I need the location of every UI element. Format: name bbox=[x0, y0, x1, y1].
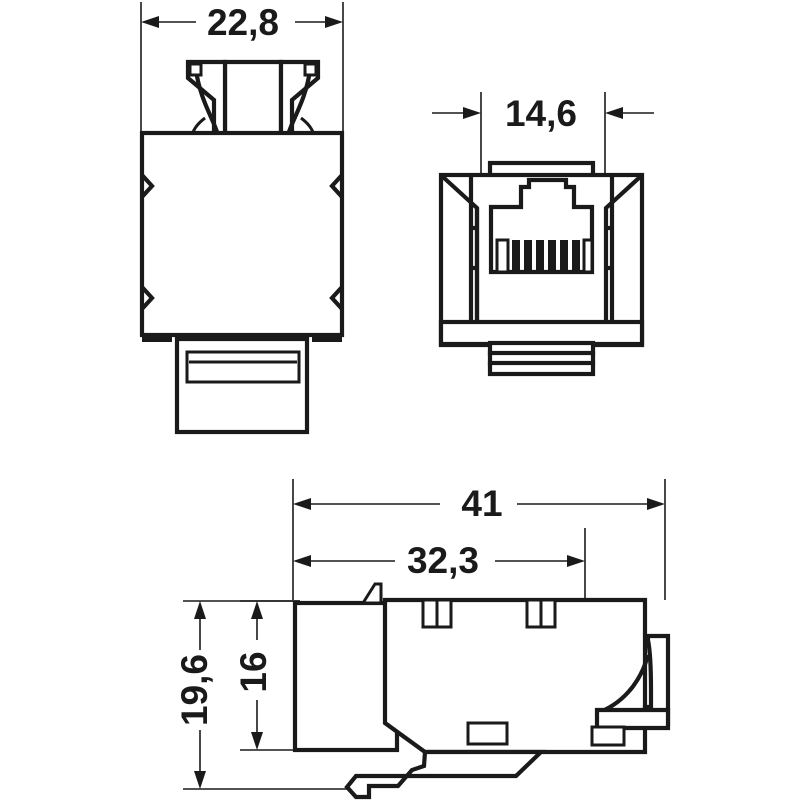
top-tabs bbox=[421, 598, 557, 629]
side-notches bbox=[140, 173, 344, 311]
dimension-41: 41 bbox=[292, 479, 666, 600]
arrow-head-right bbox=[605, 107, 623, 119]
arrow-head-left bbox=[293, 555, 311, 567]
dimension-22-8: 22,8 bbox=[140, 2, 344, 138]
notch-right-upper bbox=[329, 173, 344, 199]
spring-clip-pair bbox=[185, 59, 321, 138]
clip-left-spring-arm bbox=[193, 69, 221, 136]
clip-right-detent bbox=[303, 62, 318, 77]
dimension-32-3: 32,3 bbox=[293, 528, 586, 600]
contact-pin bbox=[536, 240, 544, 272]
notch-left-lower bbox=[140, 285, 155, 311]
jack-base-plates bbox=[487, 340, 596, 377]
base-foot-left bbox=[142, 335, 172, 342]
jack-face-view: 14,6 bbox=[432, 92, 654, 377]
top-front-view: 22,8 bbox=[139, 2, 345, 435]
arrow-head-top bbox=[194, 601, 206, 619]
dimension-label-22-8: 22,8 bbox=[207, 2, 279, 43]
contact-pin bbox=[548, 240, 556, 272]
arrow-head-left bbox=[463, 107, 481, 119]
notch-right-lower bbox=[329, 285, 344, 311]
rj45-contact-pins bbox=[495, 238, 594, 274]
dimension-16: 16 bbox=[233, 600, 300, 751]
arrow-head-right bbox=[647, 498, 665, 510]
dimension-label-14-6: 14,6 bbox=[505, 93, 577, 134]
arrow-head-top bbox=[251, 601, 263, 619]
contact-pin bbox=[512, 240, 520, 272]
front-flange-block bbox=[292, 600, 400, 753]
jack-base-bar bbox=[438, 319, 645, 347]
base-foot-right bbox=[312, 335, 342, 342]
arrow-head-bottom bbox=[251, 732, 263, 750]
dimension-label-16: 16 bbox=[233, 651, 274, 692]
contact-pin bbox=[572, 240, 580, 272]
clip-center-column bbox=[222, 59, 284, 138]
dimension-14-6: 14,6 bbox=[432, 92, 654, 178]
side-window bbox=[466, 721, 509, 746]
jack-right-wing-chamfer bbox=[603, 175, 642, 330]
base-plate bbox=[487, 360, 596, 377]
notch-left-upper bbox=[140, 173, 155, 199]
dimension-label-41: 41 bbox=[461, 483, 502, 524]
arrow-head-left bbox=[293, 498, 311, 510]
dimension-label-19-6: 19,6 bbox=[174, 654, 215, 726]
flange-top-tab bbox=[360, 582, 383, 605]
contact-pin bbox=[524, 240, 532, 272]
clip-left-detent bbox=[188, 62, 203, 77]
contact-pin bbox=[560, 240, 568, 272]
arrow-head-right bbox=[567, 555, 585, 567]
clip-right-spring-arm bbox=[285, 69, 313, 136]
main-body-rectangle bbox=[139, 130, 345, 338]
arrow-head-bottom bbox=[194, 771, 206, 789]
arrow-head-right bbox=[325, 16, 343, 28]
side-view: 41 32,3 19,6 16 bbox=[174, 479, 671, 800]
tongue-slot-window bbox=[185, 350, 301, 384]
pin-slot-right bbox=[582, 238, 594, 274]
pin-slot-left bbox=[495, 238, 510, 274]
dimension-label-32-3: 32,3 bbox=[407, 540, 479, 581]
arrow-head-left bbox=[141, 16, 159, 28]
rear-spring-clip bbox=[590, 633, 671, 747]
rear-clip-foot bbox=[590, 725, 626, 747]
bottom-latch-arm bbox=[344, 749, 547, 800]
rear-clip-base-bar bbox=[594, 707, 671, 731]
